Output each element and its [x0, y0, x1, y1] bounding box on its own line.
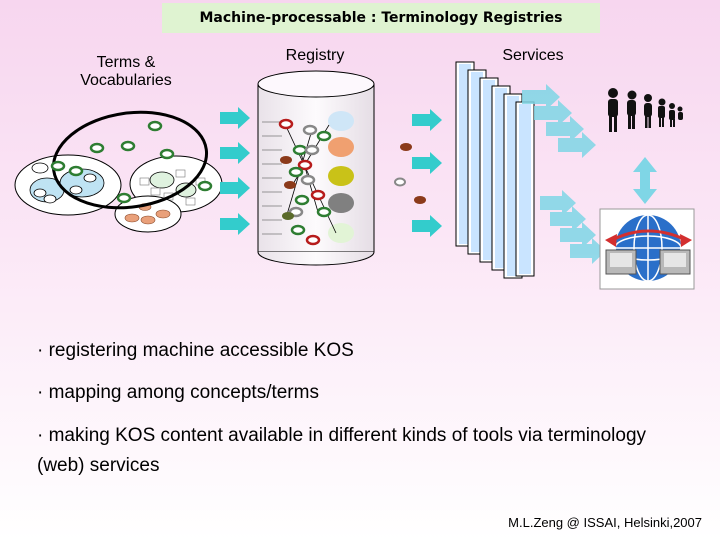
network-globe-icon [599, 208, 695, 290]
terms-vocabularies-label: Terms & Vocabularies [80, 54, 172, 89]
vocabulary-clusters [14, 110, 223, 233]
bidirectional-arrow-icon [633, 157, 657, 204]
registry-label: Registry [285, 47, 345, 64]
users-icon [608, 88, 683, 132]
credit-footer: M.L.Zeng @ ISSAI, Helsinki,2007 [508, 515, 702, 530]
bullet-mapping: · mapping among concepts/terms [37, 382, 319, 403]
flow-tokens [394, 143, 426, 204]
service-output-arrows [522, 84, 606, 264]
services-label: Services [502, 47, 564, 64]
bullet-services: · making KOS content available in differ… [37, 425, 647, 476]
service-input-arrows [412, 109, 442, 237]
input-arrows [220, 107, 250, 235]
page-title: Machine-processable : Terminology Regist… [162, 3, 600, 33]
registry-cylinder [257, 70, 375, 266]
bullet-registering: · registering machine accessible KOS [37, 340, 354, 361]
services-stack [455, 61, 535, 279]
